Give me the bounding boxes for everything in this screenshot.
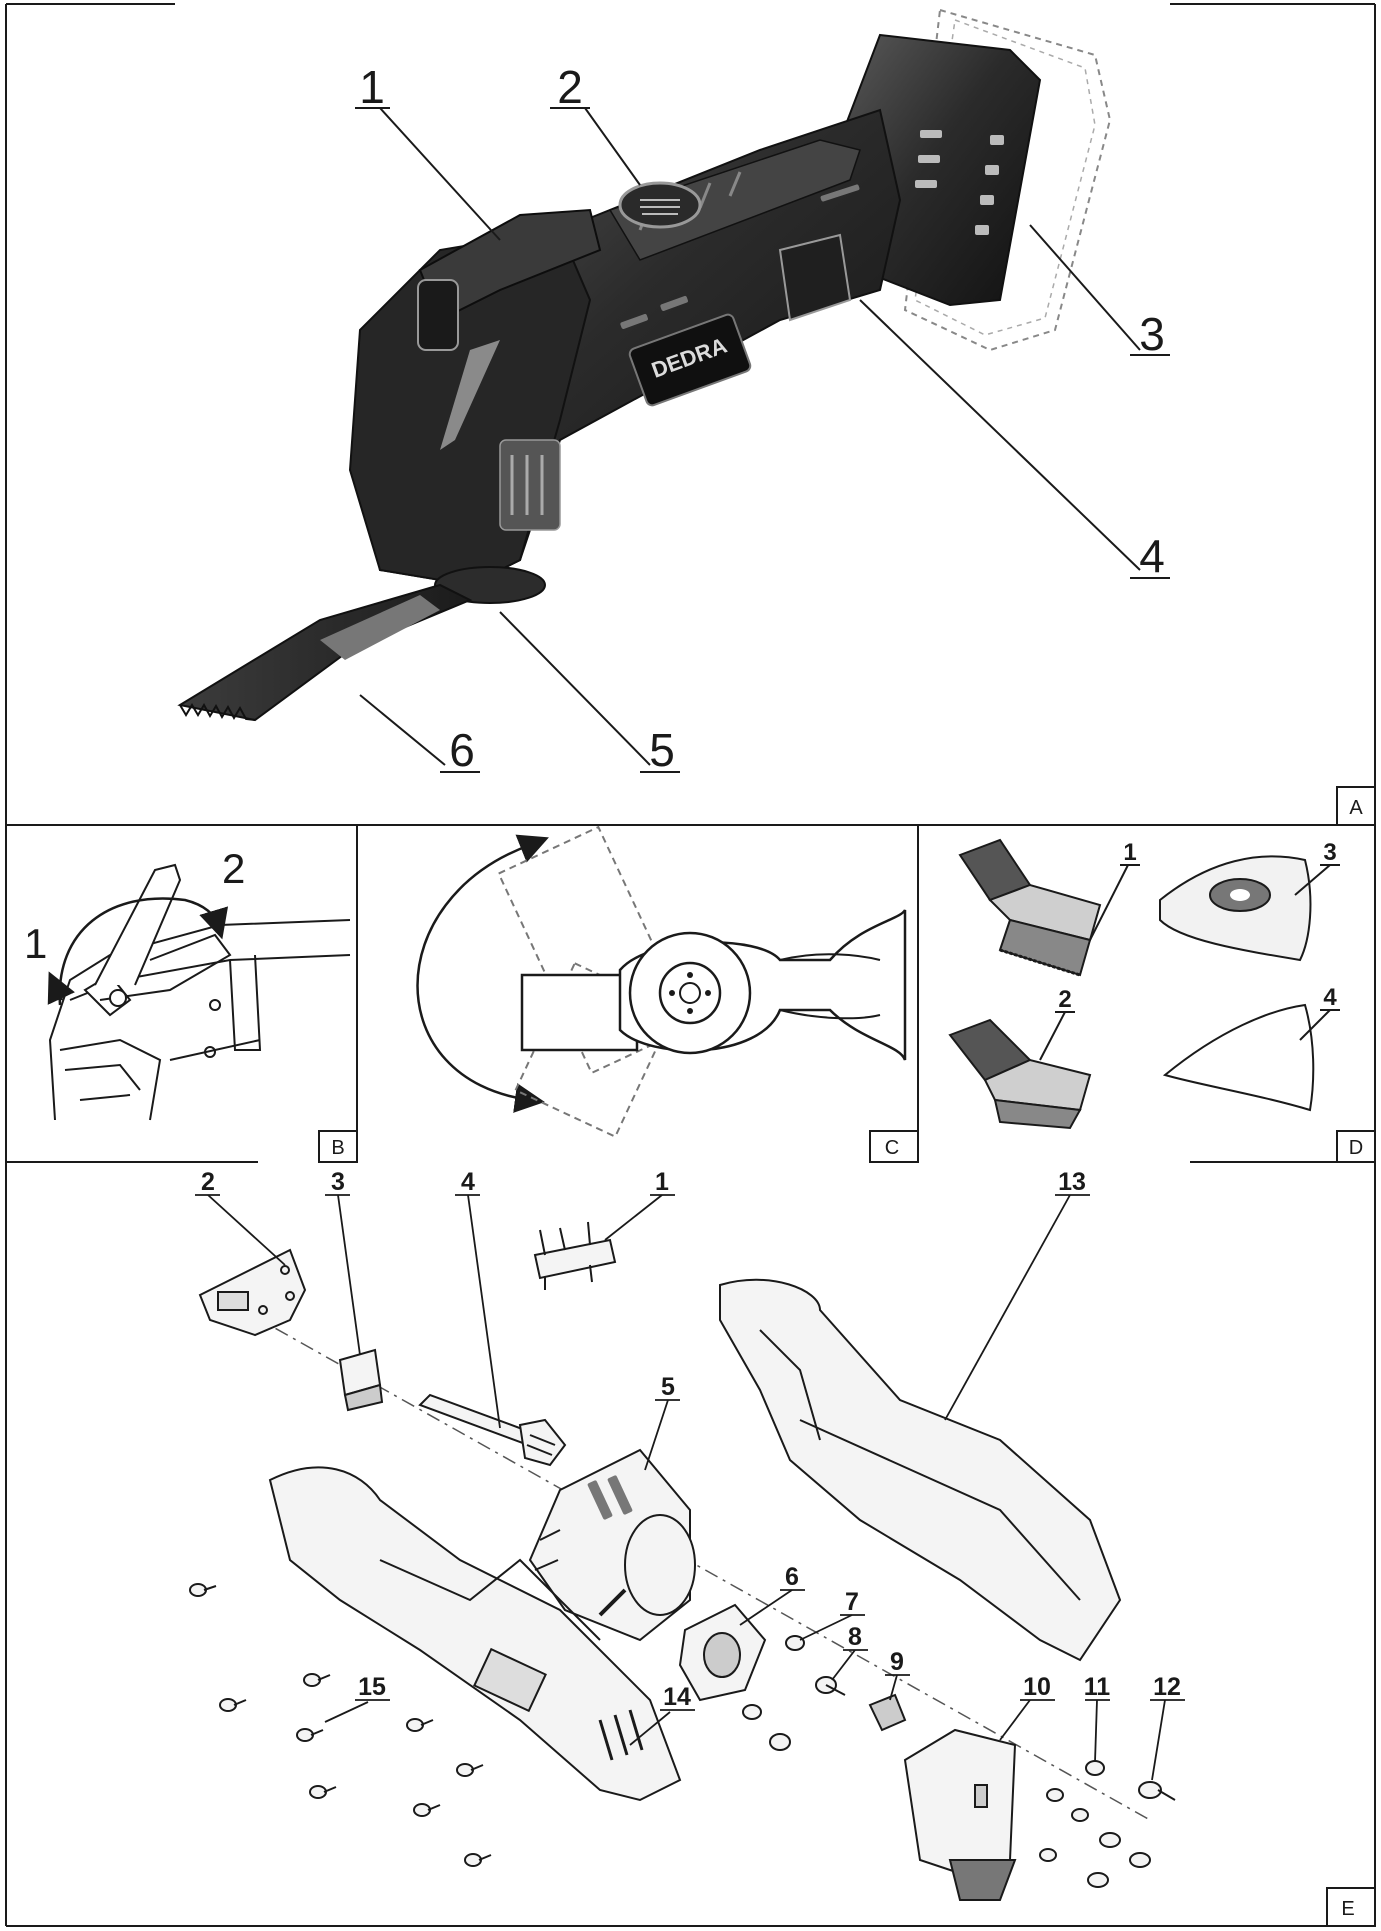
- part-11-washer: [1085, 1760, 1105, 1776]
- part-4-slider: [418, 1393, 567, 1467]
- swing-arc: [416, 843, 545, 1113]
- part-8-screw: [815, 1676, 846, 1696]
- panel-e-exploded-view: [189, 1221, 1176, 1901]
- callout-a-6: 6: [449, 724, 475, 776]
- accessory-1-saw-blade: [958, 838, 1102, 977]
- callout-e-10: 10: [1023, 1673, 1051, 1701]
- callout-e-5: 5: [661, 1373, 675, 1401]
- part-3-switch: [338, 1348, 384, 1412]
- callout-e-2: 2: [201, 1168, 215, 1196]
- callout-a-2: 2: [557, 61, 583, 113]
- callout-e-6: 6: [785, 1563, 799, 1591]
- svg-text:C: C: [885, 1137, 899, 1159]
- part-13-housing-right: [719, 1278, 1122, 1662]
- part-10-gear-head: [903, 1728, 1017, 1901]
- part-9-bracket: [868, 1693, 907, 1732]
- callout-e-13: 13: [1058, 1168, 1086, 1196]
- head-vents: [499, 439, 561, 531]
- svg-text:D: D: [1349, 1137, 1363, 1159]
- callout-d-4: 4: [1323, 984, 1337, 1011]
- blade-straight: [520, 973, 639, 1052]
- panel-a-callout-labels: 1 2 3 4 5 6: [359, 61, 1165, 776]
- callout-a-4: 4: [1139, 530, 1165, 582]
- speed-wheel: [618, 181, 702, 229]
- panel-letter-c: C: [869, 1130, 919, 1163]
- callout-e-14: 14: [663, 1683, 691, 1711]
- panel-letter-e: E: [1326, 1887, 1376, 1927]
- callout-d-1: 1: [1123, 839, 1136, 866]
- panel-e-callouts: [195, 1194, 1185, 1781]
- panel-c-blade-positions: [416, 825, 907, 1139]
- callout-e-8: 8: [848, 1623, 862, 1651]
- callout-d-3: 3: [1323, 839, 1336, 866]
- svg-text:A: A: [1349, 797, 1363, 819]
- callout-e-7: 7: [845, 1588, 859, 1616]
- panel-letter-a: A: [1336, 786, 1376, 826]
- panel-a-tool-illustration: DEDRA: [177, 8, 1112, 722]
- svg-text:B: B: [331, 1137, 344, 1159]
- accessory-4-sanding-sheet: [1162, 1003, 1315, 1112]
- callout-e-9: 9: [890, 1648, 904, 1676]
- panel-a-callouts: [355, 107, 1170, 773]
- callout-b-2: 2: [222, 845, 245, 892]
- callout-e-3: 3: [331, 1168, 345, 1196]
- part-5-motor: [528, 1448, 696, 1642]
- spindle-flange: [434, 566, 546, 604]
- callout-b-1: 1: [24, 920, 47, 967]
- panel-b-lever-illustration: [48, 863, 351, 1121]
- part-1-clip: [533, 1221, 617, 1290]
- panel-e-callout-labels: 1 2 3 4 5 6 7 8 9 10 11 12 13 14 15: [201, 1168, 1181, 1711]
- callout-a-3: 3: [1139, 308, 1165, 360]
- power-switch: [778, 233, 852, 322]
- battery-outline-dashed: [903, 8, 1112, 352]
- callout-d-2: 2: [1058, 986, 1071, 1013]
- panel-letter-b: B: [318, 1130, 358, 1163]
- part-2-pcb: [198, 1248, 307, 1337]
- part-15-screws: [189, 1583, 492, 1867]
- panel-d-accessories: [948, 838, 1315, 1130]
- gear-head-fasteners: [1039, 1788, 1151, 1888]
- callout-e-1: 1: [655, 1168, 669, 1196]
- brand-plate: [628, 313, 752, 407]
- accessory-3-sanding-pad: [1159, 855, 1312, 962]
- panel-d-callouts: [1039, 864, 1340, 1061]
- callout-e-11: 11: [1084, 1673, 1111, 1701]
- panel-frames: [5, 3, 1376, 1927]
- accessory-2-wide-blade: [948, 1018, 1092, 1130]
- panel-b-rotation-arrow: [47, 897, 229, 1006]
- panel-d-callout-labels: 1 2 3 4: [1058, 839, 1337, 1013]
- panel-letter-d: D: [1336, 1130, 1376, 1163]
- callout-e-12: 12: [1153, 1673, 1181, 1701]
- blade-teeth: [179, 702, 256, 721]
- svg-text:E: E: [1341, 1898, 1354, 1920]
- tail-vents: [915, 130, 1004, 235]
- callout-a-1: 1: [359, 61, 385, 113]
- part-7-washer: [785, 1635, 805, 1651]
- callout-a-5: 5: [649, 724, 675, 776]
- callout-e-4: 4: [461, 1168, 475, 1196]
- callout-e-15: 15: [358, 1673, 386, 1701]
- part-14-housing-left: [268, 1466, 682, 1802]
- part-12-screw: [1138, 1781, 1176, 1801]
